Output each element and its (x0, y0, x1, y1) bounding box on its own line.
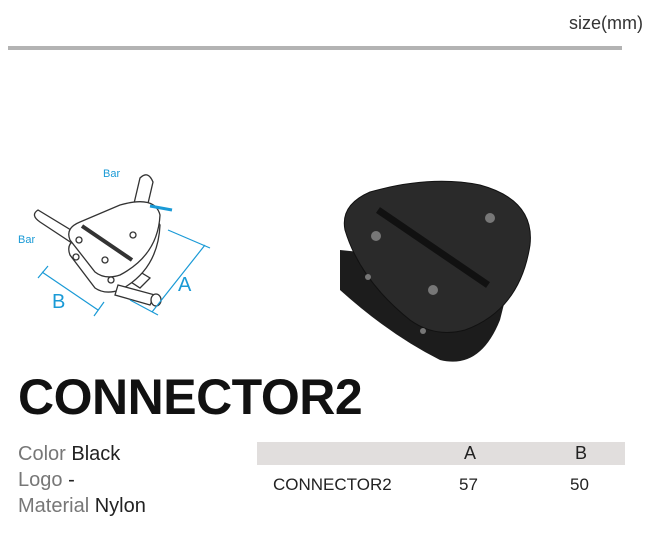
header-divider (8, 46, 622, 50)
bar-label-left: Bar (18, 234, 35, 246)
table-header (257, 442, 625, 465)
dim-b-label: B (52, 291, 65, 313)
unit-label: size(mm) (569, 13, 643, 33)
column-header-b: B (575, 443, 588, 463)
spec-value: Nylon (94, 495, 146, 517)
table-cell-b: 50 (570, 475, 589, 494)
spec-material: Material Nylon (18, 495, 146, 518)
spec-label: Color (18, 443, 66, 465)
double-arrow-icon (149, 204, 173, 212)
product-title: CONNECTOR2 (18, 369, 363, 425)
spec-label: Logo (18, 469, 63, 491)
column-header-a: A (464, 443, 477, 463)
table-cell-a: 57 (459, 475, 478, 494)
product-photo (340, 180, 531, 362)
dim-a-label: A (178, 274, 192, 296)
spec-color: Color Black (18, 443, 120, 466)
spec-label: Material (18, 495, 90, 517)
bar-label-top: Bar (103, 168, 120, 180)
spec-value: - (68, 469, 75, 491)
spec-value: Black (71, 443, 121, 465)
spec-logo: Logo - (18, 469, 75, 492)
dimension-diagram: Bar Bar A B (18, 168, 211, 317)
table-cell-model: CONNECTOR2 (273, 475, 392, 494)
